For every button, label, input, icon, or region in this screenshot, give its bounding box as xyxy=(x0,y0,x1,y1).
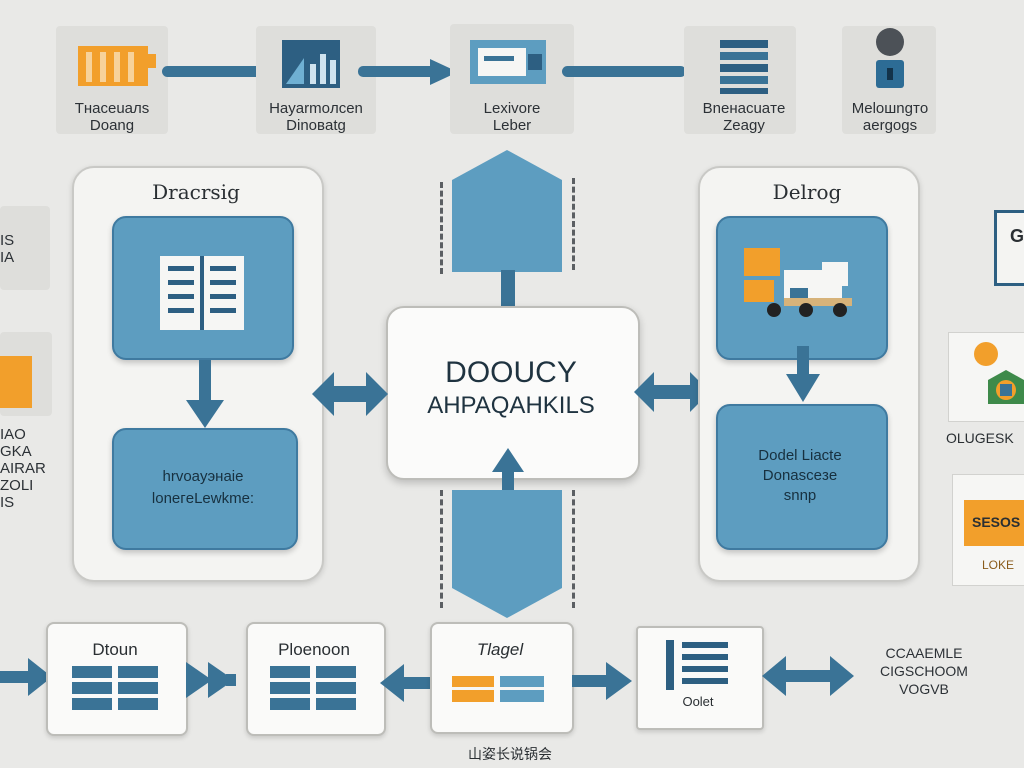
bottom-bidirectional-arrow xyxy=(762,656,854,696)
center-up-arrow xyxy=(452,150,562,328)
right-info-box[interactable] xyxy=(716,404,888,550)
tick-mark-2 xyxy=(572,178,578,270)
center-title-line2: AHPAQAHKILS xyxy=(427,392,595,419)
right-edge-frame[interactable] xyxy=(994,210,1024,286)
split-bar-icon xyxy=(452,676,544,702)
left-down-arrow xyxy=(186,360,224,428)
right-edge-label-2: SESOS xyxy=(972,514,1021,530)
connector-1 xyxy=(162,66,262,77)
bottom-card-2-title: Ploenoon xyxy=(278,640,350,659)
left-edge-tile-a[interactable] xyxy=(0,206,50,290)
bottom-card-2[interactable] xyxy=(246,622,386,736)
bar-chart-icon xyxy=(282,40,340,88)
grid-table-icon-1 xyxy=(72,666,158,710)
left-bidirectional-arrow xyxy=(312,372,388,416)
right-panel-title: Delrog xyxy=(772,180,842,204)
bottom-card-1-title: Dtoun xyxy=(92,640,138,659)
list-document-icon xyxy=(666,640,728,690)
orange-rack-icon xyxy=(78,46,156,86)
grid-table-icon-2 xyxy=(270,666,356,710)
right-down-arrow xyxy=(786,346,820,402)
tick-mark-4 xyxy=(572,490,578,608)
bottom-entry-arrow xyxy=(0,658,52,696)
document-icon xyxy=(160,256,244,330)
left-info-box[interactable] xyxy=(112,428,298,550)
connector-arrow-2 xyxy=(358,59,458,85)
user-icon xyxy=(876,28,904,88)
shapes-icon xyxy=(974,342,1024,404)
bottom-right-arrow xyxy=(572,662,632,700)
right-edge-label-1: OLUGESK xyxy=(946,430,1014,446)
bottom-double-arrow-1 xyxy=(186,662,236,698)
right-bidirectional-arrow xyxy=(634,372,710,412)
truck-icon xyxy=(744,248,852,317)
bottom-left-arrow xyxy=(380,664,430,702)
right-edge-label-3: LOKE xyxy=(982,558,1015,572)
bottom-card-3-title: Tlagel xyxy=(476,640,524,659)
tick-mark-3 xyxy=(440,490,446,608)
right-edge-orange-tag xyxy=(964,500,1024,546)
right-edge-frame-glyph: G xyxy=(1010,226,1024,246)
connector-3 xyxy=(562,66,686,77)
footer-caption: 山姿长说锅会 xyxy=(468,747,552,763)
left-edge-orange-block xyxy=(0,356,32,408)
center-up-arrow-lower xyxy=(452,448,562,618)
center-title-line1: DOOUCY xyxy=(445,356,577,389)
list-stack-icon xyxy=(720,40,768,94)
bottom-card-1[interactable] xyxy=(46,622,188,736)
monitor-icon xyxy=(470,40,546,84)
bottom-card-4-title: Oolet xyxy=(682,694,714,709)
left-panel-title: Dracrsig xyxy=(152,180,240,204)
tick-mark-1 xyxy=(440,182,446,274)
